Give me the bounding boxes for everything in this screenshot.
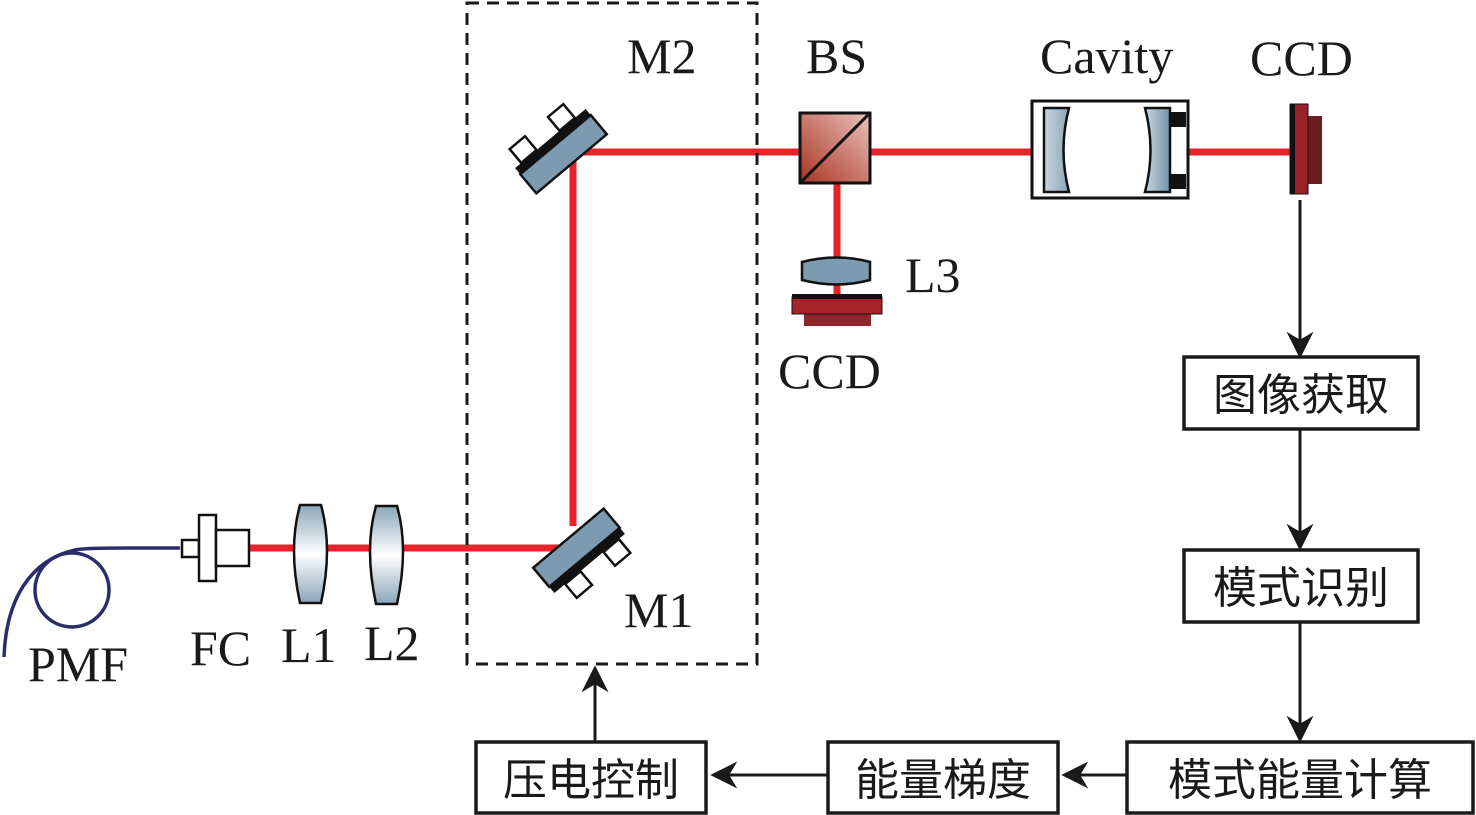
flow-box-mode-energy-calc: 模式能量计算	[1125, 740, 1475, 815]
label-pmf: PMF	[28, 636, 128, 692]
mirror-m2	[507, 102, 609, 196]
label-cavity: Cavity	[1040, 28, 1173, 84]
label-m1: M1	[624, 582, 693, 638]
lens-l3	[800, 256, 872, 286]
label-ccd-bottom: CCD	[778, 343, 881, 399]
text-image-acquisition: 图像获取	[1213, 370, 1389, 421]
label-l3: L3	[905, 247, 961, 303]
label-l2: L2	[364, 615, 420, 671]
lens-l1	[292, 503, 329, 605]
ccd-camera-top	[1289, 103, 1322, 195]
lens-l2	[368, 504, 405, 606]
fiber-coupler	[180, 513, 251, 583]
text-piezo-control: 压电控制	[503, 755, 679, 806]
piezo-mirror-group	[465, 1, 759, 666]
flow-box-piezo-control: 压电控制	[474, 740, 708, 815]
text-energy-gradient: 能量梯度	[855, 755, 1031, 806]
optical-cavity	[1030, 99, 1190, 200]
label-l1: L1	[281, 617, 337, 673]
label-bs: BS	[806, 28, 867, 84]
pmf-fiber	[2, 546, 181, 658]
flow-box-mode-recognition: 模式识别	[1182, 548, 1420, 624]
text-mode-recognition: 模式识别	[1213, 563, 1389, 614]
flow-box-energy-gradient: 能量梯度	[826, 740, 1060, 815]
label-m2: M2	[627, 28, 696, 84]
text-mode-energy-calc: 模式能量计算	[1168, 755, 1432, 806]
laser-beam-path	[248, 148, 1290, 552]
beam-splitter	[798, 111, 872, 185]
mirror-m1	[531, 506, 633, 600]
ccd-camera-bottom	[791, 294, 883, 326]
label-fc: FC	[190, 620, 251, 676]
label-ccd-top: CCD	[1250, 30, 1353, 86]
flow-box-image-acquisition: 图像获取	[1182, 355, 1420, 431]
